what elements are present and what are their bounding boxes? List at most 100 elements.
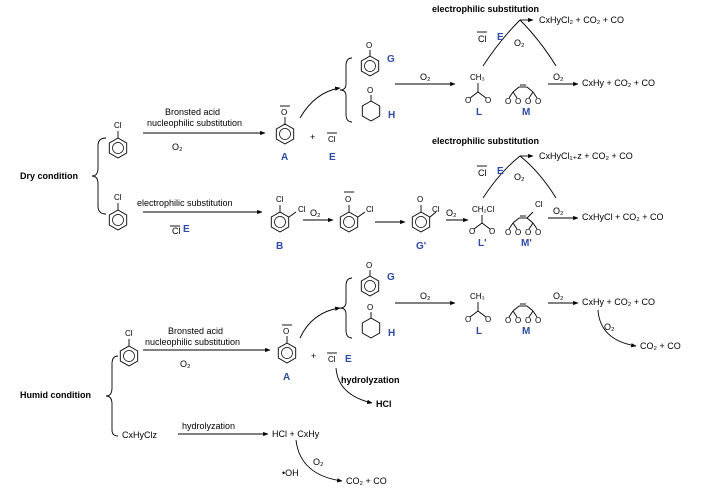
label-G-humid: G — [387, 272, 395, 283]
atom-o: O — [366, 261, 372, 270]
row1-arrow-label-2: nucleophilic substitution — [147, 118, 242, 128]
atom-cl: Cl — [366, 205, 374, 214]
svg-text:O: O — [535, 97, 541, 106]
row4-final: CO₂ + CO — [346, 476, 387, 486]
row1-o2: O₂ — [420, 72, 431, 82]
brace-GH-2 — [339, 277, 353, 339]
atom-o: O — [465, 96, 471, 105]
label-A-humid: A — [283, 372, 290, 383]
row1-top-o2: O₂ — [514, 38, 525, 48]
plus-humid: + — [311, 351, 316, 361]
ch2cl: CH₂Cl — [472, 205, 494, 214]
acetate-L-humid: CH₃ O O — [465, 292, 491, 324]
svg-text:O: O — [469, 227, 475, 236]
label-A: A — [281, 152, 288, 163]
row2-arrow-cl: Cl — [172, 226, 181, 236]
row3-right-o2: O₂ — [553, 291, 564, 301]
hydrolyzation-label: hydrolyzation — [341, 375, 400, 385]
chlorophenol-G2: O Cl — [411, 195, 440, 233]
hcl-label: HCl — [376, 399, 392, 409]
row1-top-E: E — [497, 32, 504, 43]
row2-top-product: CxHyCl₁₊z + CO₂ + CO — [539, 151, 633, 161]
atom-o: O — [345, 195, 351, 204]
label-E: E — [329, 152, 336, 163]
row2-top-o2: O₂ — [514, 172, 525, 182]
row1-bracket-right — [519, 19, 557, 67]
row1-top-cl: Cl — [478, 34, 487, 44]
row1-curve-arrow — [299, 86, 341, 119]
svg-text:O: O — [535, 228, 541, 237]
row1-reactant: Cl — [108, 121, 128, 159]
row4-arrow-label: hydrolyzation — [182, 421, 235, 431]
atom-cl: Cl — [298, 205, 306, 214]
label-M2: M' — [521, 238, 532, 249]
ch3: CH₃ — [470, 292, 485, 301]
atom-cl: Cl — [125, 329, 133, 338]
atom-cl: Cl — [276, 195, 284, 204]
svg-text:O: O — [525, 228, 531, 237]
row3-right-product: CxHy + CO₂ + CO — [582, 297, 655, 307]
row3-reactant: Cl — [119, 329, 139, 367]
label-H-humid: H — [388, 328, 395, 339]
row1-top-product: CxHyCl₂ + CO₂ + CO — [539, 15, 624, 25]
label-L: L — [476, 107, 482, 118]
atom-o: O — [366, 41, 372, 50]
atom-o: O — [417, 195, 423, 204]
label-H: H — [388, 110, 395, 121]
dichlorobenzene-B: Cl Cl — [270, 195, 306, 233]
row3-o2: O₂ — [420, 291, 431, 301]
row2-reactant: Cl — [108, 193, 128, 231]
row1-right-product: CxHy + CO₂ + CO — [582, 78, 655, 88]
row3-arrow-o2: O₂ — [180, 359, 191, 369]
row4-product: HCl + CxHy — [272, 429, 320, 439]
chloroacetate-L2: CH₂Cl O O — [469, 205, 495, 236]
phenol-G-humid: O — [360, 261, 380, 297]
maleate-M: O O O O — [505, 84, 541, 106]
chlorophenoxide: O Cl — [339, 191, 374, 233]
ch3: CH₃ — [470, 73, 485, 82]
svg-text:O: O — [505, 228, 511, 237]
svg-text:O: O — [525, 97, 531, 106]
svg-text:O: O — [465, 315, 471, 324]
row1-right-o2: O₂ — [553, 72, 564, 82]
row2-o2-2: O₂ — [446, 208, 457, 218]
cyclohexanol-H-humid: O — [361, 303, 381, 339]
row1-top-header: electrophilic substitution — [432, 4, 539, 14]
label-G: G — [387, 54, 395, 65]
label-M: M — [522, 107, 530, 118]
row1-arrow-label-1: Bronsted acid — [165, 107, 220, 117]
label-M-humid: M — [522, 326, 530, 337]
svg-text:O: O — [535, 316, 541, 325]
row2-top-E: E — [497, 166, 504, 177]
row2-top-header: electrophilic substitution — [432, 136, 539, 146]
row3-down-product: CO₂ + CO — [640, 341, 681, 351]
chloromaleate-M2: O O O O — [505, 211, 541, 237]
atom-o: O — [367, 303, 373, 312]
phenol-G: O — [360, 41, 380, 77]
label-B: B — [276, 241, 283, 252]
svg-text:O: O — [489, 227, 495, 236]
svg-text:O: O — [485, 315, 491, 324]
row1-bracket-left — [482, 19, 521, 67]
row2-top-cl: Cl — [478, 168, 487, 178]
svg-text:O: O — [525, 316, 531, 325]
atom-o: O — [283, 327, 289, 336]
plus: + — [310, 132, 315, 142]
row2-arrow-E: E — [183, 224, 190, 235]
row2-right-o2: O₂ — [553, 206, 564, 216]
atom-o: O — [485, 96, 491, 105]
label-E-humid: E — [345, 354, 352, 365]
atom-cl: Cl — [114, 121, 122, 130]
acetate-L: CH₃ O O — [465, 73, 491, 105]
row3-arrow-label-1: Bronsted acid — [168, 326, 223, 336]
row4-oh: •OH — [282, 468, 299, 478]
label-L2: L' — [478, 238, 487, 249]
svg-text:O: O — [515, 228, 521, 237]
svg-text:O: O — [505, 316, 511, 325]
row1-arrow-label-o2: O₂ — [172, 142, 183, 152]
dry-brace — [91, 137, 107, 215]
brace-GH-1 — [339, 57, 353, 123]
svg-text:O: O — [515, 97, 521, 106]
row2-o2-1: O₂ — [310, 208, 321, 218]
